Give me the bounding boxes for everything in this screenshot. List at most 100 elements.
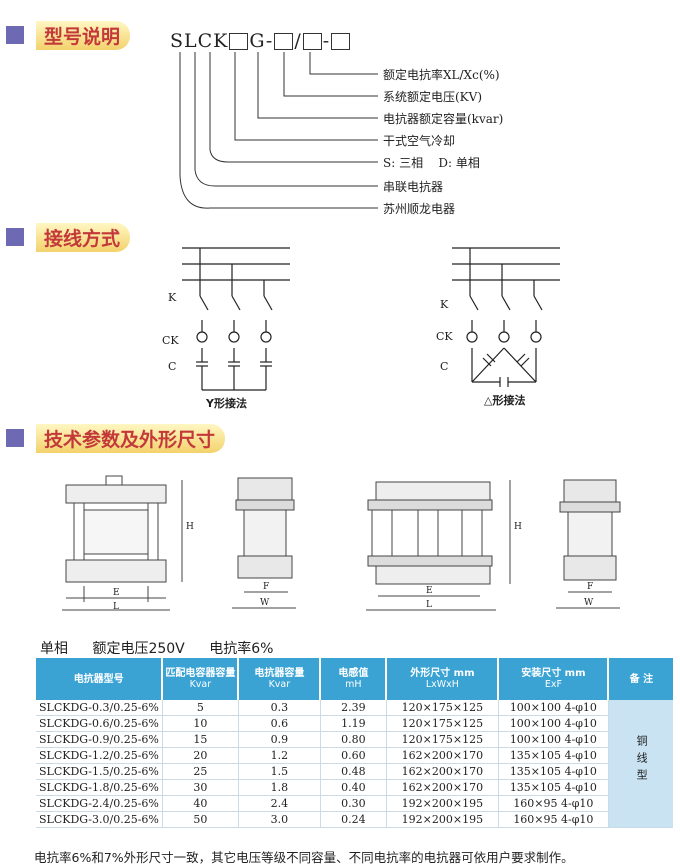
cell-inductance: 2.39: [320, 700, 387, 716]
legend-cooling: 干式空气冷却: [383, 134, 456, 148]
caption-y-connection: Y形接法: [206, 397, 247, 410]
section-bullet-icon: [6, 228, 24, 246]
cell-install-size: 160×95 4-φ10: [498, 811, 609, 828]
col-model: 电抗器型号: [36, 658, 164, 700]
cell-reactor-capacity: 1.2: [238, 747, 321, 764]
cell-reactor-capacity: 2.4: [238, 795, 321, 812]
model-code-box-capacity: [274, 32, 294, 50]
cell-note: 铜线型: [608, 700, 674, 828]
section-header-model: 型号说明: [6, 20, 131, 50]
cell-install-size: 100×100 4-φ10: [498, 700, 609, 716]
cell-reactor-capacity: 3.0: [238, 811, 321, 828]
dim-l-2: L: [426, 600, 432, 610]
cell-capacitor: 40: [162, 795, 239, 812]
dim-h-1: H: [186, 522, 194, 532]
spec-phase: 单相: [40, 641, 68, 657]
cell-outline-size: 162×200×170: [386, 747, 499, 764]
spec-summary: 单相 额定电压250V 电抗率6%: [40, 638, 293, 658]
wiring-diagrams: [182, 247, 560, 391]
label-ck-delta: CK: [436, 330, 453, 343]
cell-reactor-capacity: 0.6: [238, 715, 321, 732]
cell-inductance: 0.40: [320, 779, 387, 796]
cell-reactor-capacity: 1.8: [238, 779, 321, 796]
dim-l-1: L: [113, 602, 119, 612]
cell-outline-size: 120×175×125: [386, 715, 499, 732]
cell-install-size: 135×105 4-φ10: [498, 779, 609, 796]
cell-install-size: 100×100 4-φ10: [498, 715, 609, 732]
cell-outline-size: 192×200×195: [386, 795, 499, 812]
model-code-prefix: SLCK: [170, 30, 229, 52]
model-code-box-phase: [229, 32, 249, 50]
y-branch-3: [260, 280, 273, 390]
section-bullet-icon: [6, 26, 24, 44]
cell-install-size: 135×105 4-φ10: [498, 747, 609, 764]
legend-manufacturer: 苏州顺龙电器: [383, 202, 456, 216]
caption-delta-connection: △形接法: [484, 394, 526, 407]
model-legend-lines: [179, 52, 378, 209]
model-code-g: G-: [249, 30, 274, 52]
legend-ratio: 额定电抗率XL/Xc(%): [383, 68, 500, 82]
cell-install-size: 135×105 4-φ10: [498, 763, 609, 780]
dim-e-1: E: [113, 588, 120, 598]
section-title-wiring: 接线方式: [36, 222, 131, 252]
single-phase-side-view: [232, 477, 296, 609]
cell-inductance: 1.19: [320, 715, 387, 732]
cell-model: SLCKDG-1.8/0.25-6%: [36, 779, 163, 796]
cell-reactor-capacity: 0.3: [238, 700, 321, 716]
dim-f-1: F: [263, 582, 270, 592]
dim-w-1: W: [260, 598, 270, 608]
model-code-slash: /: [294, 30, 302, 52]
cell-capacitor: 15: [162, 731, 239, 748]
legend-capacity: 电抗器额定容量(kvar): [383, 112, 504, 126]
section-title-specs: 技术参数及外形尺寸: [36, 423, 226, 453]
label-k-y: K: [168, 291, 177, 304]
cell-reactor-capacity: 0.9: [238, 731, 321, 748]
cell-capacitor: 30: [162, 779, 239, 796]
cell-outline-size: 162×200×170: [386, 779, 499, 796]
cell-outline-size: 120×175×125: [386, 700, 499, 716]
legend-phase: S: 三相 D: 单相: [383, 156, 480, 170]
model-code-box-voltage: [302, 32, 322, 50]
cell-model: SLCKDG-0.9/0.25-6%: [36, 731, 163, 748]
cell-outline-size: 192×200×195: [386, 811, 499, 828]
cell-outline-size: 162×200×170: [386, 763, 499, 780]
cell-inductance: 0.80: [320, 731, 387, 748]
cell-inductance: 0.24: [320, 811, 387, 828]
cell-inductance: 0.30: [320, 795, 387, 812]
outline-drawings: [62, 475, 621, 611]
dim-f-2: F: [587, 582, 594, 592]
cell-capacitor: 20: [162, 747, 239, 764]
three-phase-front-view: [366, 480, 511, 611]
cell-install-size: 160×95 4-φ10: [498, 795, 609, 812]
legend-series-reactor: 串联电抗器: [383, 180, 444, 194]
model-code-dash: -: [322, 30, 331, 52]
col-note: 备 注: [608, 658, 674, 700]
spec-voltage: 额定电压250V: [92, 641, 185, 657]
cell-install-size: 100×100 4-φ10: [498, 731, 609, 748]
cell-model: SLCKDG-0.3/0.25-6%: [36, 700, 163, 716]
label-c-delta: C: [440, 360, 449, 373]
cell-model: SLCKDG-3.0/0.25-6%: [36, 811, 163, 828]
label-c-y: C: [168, 360, 177, 373]
cell-model: SLCKDG-2.4/0.25-6%: [36, 795, 163, 812]
cell-model: SLCKDG-1.5/0.25-6%: [36, 763, 163, 780]
cell-capacitor: 5: [162, 700, 239, 716]
dim-w-2: W: [584, 598, 594, 608]
section-header-wiring: 接线方式: [6, 222, 131, 252]
label-ck-y: CK: [162, 334, 179, 347]
y-branch-2: [228, 264, 241, 390]
section-header-specs: 技术参数及外形尺寸: [6, 423, 226, 453]
